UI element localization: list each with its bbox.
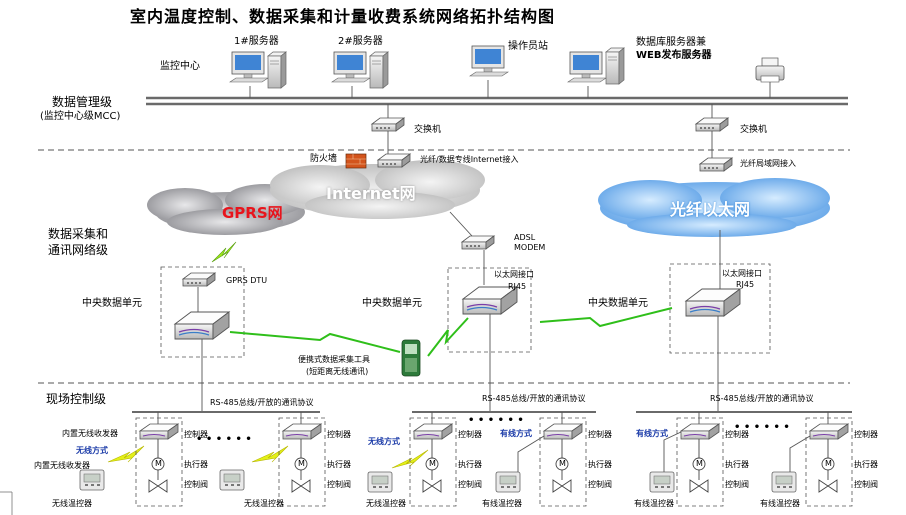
eth-port-mid-label-1: 以太网接口 bbox=[494, 270, 534, 279]
db-server-label-2: WEB发布服务器 bbox=[636, 50, 712, 61]
central-unit-right-label: 中央数据单元 bbox=[588, 298, 648, 309]
diagram-title: 室内温度控制、数据采集和计量收费系统网络拓扑结构图 bbox=[130, 7, 556, 26]
firewall-label: 防火墙 bbox=[310, 154, 338, 164]
ethernet-cloud bbox=[598, 178, 830, 237]
ellipsis-right: • • • • • • bbox=[734, 422, 790, 433]
central-unit-mid-label: 中央数据单元 bbox=[362, 298, 422, 309]
actuator-label-5: 执行器 bbox=[725, 460, 749, 469]
valve-label-1: 控制阀 bbox=[184, 480, 208, 489]
gprs-network-label: GPRS网 bbox=[222, 204, 283, 222]
wireless-thermostat-label-3: 无线温控器 bbox=[366, 499, 406, 508]
wired-mode-label-1: 有线方式 bbox=[500, 429, 532, 438]
internet-network-label: Internet网 bbox=[326, 184, 416, 203]
motor-symbol-5: M bbox=[696, 459, 703, 468]
monitor-center-label: 监控中心 bbox=[160, 61, 200, 72]
fiber-lan-label: 光纤局域网接入 bbox=[740, 159, 796, 168]
valve-label-6: 控制阀 bbox=[854, 480, 878, 489]
server1-label: 1#服务器 bbox=[234, 36, 279, 47]
wired-thermostat-label-1: 有线温控器 bbox=[482, 499, 522, 508]
eth-port-right-label-1: 以太网接口 bbox=[722, 269, 762, 278]
fiber-ethernet-label: 光纤以太网 bbox=[670, 200, 751, 219]
actuator-label-4: 执行器 bbox=[588, 460, 612, 469]
wireless-thermostat-label-1: 无线温控器 bbox=[52, 499, 92, 508]
eth-port-right-label-2: RJ45 bbox=[736, 280, 755, 289]
builtin-transceiver-label-2: 内置无线收发器 bbox=[34, 461, 90, 470]
actuator-label-3: 执行器 bbox=[458, 460, 482, 469]
rs485-bus-mid-label: RS-485总线/开放的通讯协议 bbox=[482, 394, 586, 403]
ellipsis-mid: • • • • • • bbox=[468, 415, 524, 426]
valve-label-2: 控制阀 bbox=[327, 480, 351, 489]
level-management-label: 数据管理级 bbox=[52, 95, 113, 109]
motor-symbol-1: M bbox=[155, 459, 162, 468]
valve-label-4: 控制阀 bbox=[588, 480, 612, 489]
valve-label-5: 控制阀 bbox=[725, 480, 749, 489]
motor-symbol-2: M bbox=[298, 459, 305, 468]
level-management-sub-label: (监控中心级MCC) bbox=[40, 111, 121, 122]
level-collection-label-1: 数据采集和 bbox=[48, 227, 109, 241]
actuator-label-1: 执行器 bbox=[184, 460, 208, 469]
rs485-bus-right-label: RS-485总线/开放的通讯协议 bbox=[710, 394, 814, 403]
wired-thermostat-label-3: 有线温控器 bbox=[760, 499, 800, 508]
ellipsis-left: • • • • • • bbox=[196, 434, 252, 445]
wireless-thermostat-label-2: 无线温控器 bbox=[244, 499, 284, 508]
controller-label-4: 控制器 bbox=[588, 430, 612, 439]
motor-symbol-3: M bbox=[429, 459, 436, 468]
rs485-bus-left-label: RS-485总线/开放的通讯协议 bbox=[210, 398, 314, 407]
actuator-label-6: 执行器 bbox=[854, 460, 878, 469]
db-server-label-1: 数据库服务器兼 bbox=[636, 37, 706, 48]
builtin-transceiver-label-1: 内置无线收发器 bbox=[62, 429, 118, 438]
level-field-label: 现场控制级 bbox=[46, 392, 107, 406]
switch-left-label: 交换机 bbox=[414, 125, 442, 135]
wired-mode-label-2: 有线方式 bbox=[636, 429, 668, 438]
fiber-internet-label: 光纤/数据专线Internet接入 bbox=[420, 155, 519, 164]
operator-station-label: 操作员站 bbox=[508, 41, 548, 52]
wired-thermostat-label-2: 有线温控器 bbox=[634, 499, 674, 508]
controller-label-2: 控制器 bbox=[327, 430, 351, 439]
gprs-dtu-label: GPRS DTU bbox=[226, 276, 268, 285]
controller-label-5: 控制器 bbox=[725, 430, 749, 439]
switch-right-label: 交换机 bbox=[740, 125, 768, 135]
portable-tool-label-1: 便携式数据采集工具 bbox=[298, 355, 370, 364]
portable-tool-label-2: (短距离无线通讯) bbox=[306, 367, 369, 376]
wireless-mode-label-1: 无线方式 bbox=[76, 446, 108, 455]
internet-cloud bbox=[270, 160, 485, 219]
valve-label-3: 控制阀 bbox=[458, 480, 482, 489]
adsl-label-2: MODEM bbox=[514, 243, 546, 252]
actuator-label-2: 执行器 bbox=[327, 460, 351, 469]
wireless-mode-label-2: 无线方式 bbox=[368, 437, 400, 446]
motor-symbol-4: M bbox=[559, 459, 566, 468]
motor-symbol-6: M bbox=[825, 459, 832, 468]
controller-label-3: 控制器 bbox=[458, 430, 482, 439]
adsl-label-1: ADSL bbox=[514, 233, 536, 242]
level-collection-label-2: 通讯网络级 bbox=[48, 243, 109, 257]
eth-port-mid-label-2: RJ45 bbox=[508, 282, 527, 291]
central-unit-left-label: 中央数据单元 bbox=[82, 298, 142, 309]
controller-label-6: 控制器 bbox=[854, 430, 878, 439]
controller-label-1: 控制器 bbox=[184, 430, 208, 439]
server2-label: 2#服务器 bbox=[338, 36, 383, 47]
